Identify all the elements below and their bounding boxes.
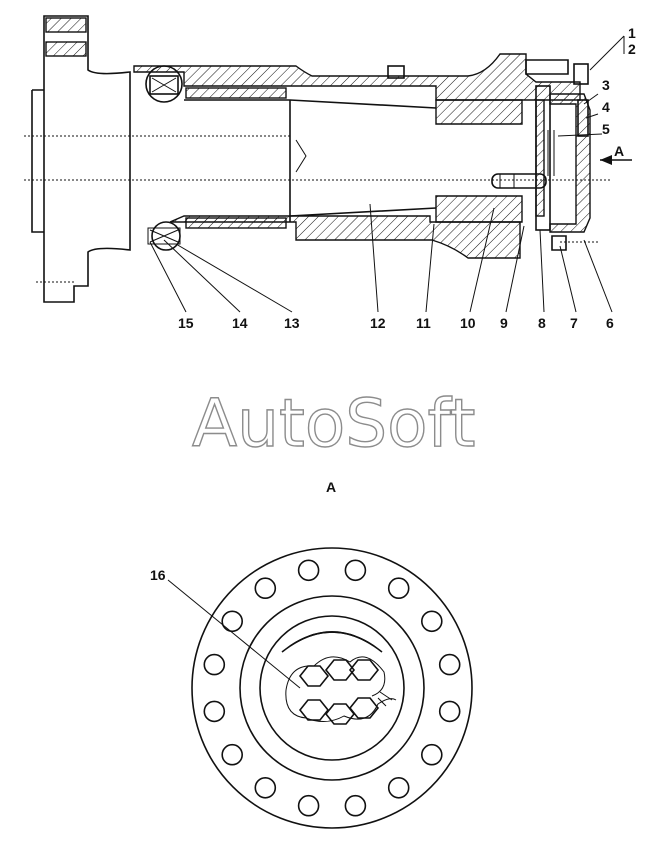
view-label-a: A [326,479,336,495]
end-view [191,547,473,829]
bolt-hole [420,610,443,633]
bolt-hole [203,653,226,676]
flange-inner-circle [239,595,425,781]
flange-left [31,15,131,303]
arrow-label-a: A [614,143,624,159]
callout-12: 12 [370,315,386,331]
top-bolt [387,65,405,79]
callout-2: 2 [628,41,636,57]
callouts-section: 1 2 3 4 5 6 7 8 9 10 11 12 13 14 15 A [178,25,636,331]
callout-13: 13 [284,315,300,331]
bolt-hole [254,776,277,799]
bolt-hole [203,700,226,723]
seal-assembly [145,65,287,251]
inner-sleeve [435,99,523,125]
bolt-hole [344,559,367,582]
callout-9: 9 [500,315,508,331]
bolt-holes [203,559,461,817]
callout-7: 7 [570,315,578,331]
callout-1: 1 [628,25,636,41]
bolt-hole [438,653,461,676]
callout-6: 6 [606,315,614,331]
bolt-hole [254,577,277,600]
bolt-hole [221,610,243,633]
callout-5: 5 [602,121,610,137]
view-arrow [600,155,632,165]
bolt-hole [297,794,320,817]
callout-10: 10 [460,315,476,331]
callout-3: 3 [602,77,610,93]
bolt-hole [420,743,443,766]
callout-15: 15 [178,315,194,331]
bolt-hole [387,776,410,799]
callout-8: 8 [538,315,546,331]
watermark: AutoSoft [192,385,475,462]
bolt-hole [438,700,461,723]
lock-wire-assembly [285,656,397,725]
callout-11: 11 [416,315,431,331]
section-view [24,15,632,303]
bolt-hole [297,559,320,582]
leader-lines [149,35,625,313]
taper-bore [184,99,437,222]
flange-outer-circle [191,547,473,829]
bolt-hole [344,794,367,817]
callout-4: 4 [602,99,610,115]
bolt-hole [221,743,243,766]
callout-16: 16 [150,567,166,583]
cover-circle [259,615,405,761]
end-cover [491,59,600,251]
leader-16 [167,579,301,689]
bolt-hole [387,577,410,600]
callout-14: 14 [232,315,248,331]
